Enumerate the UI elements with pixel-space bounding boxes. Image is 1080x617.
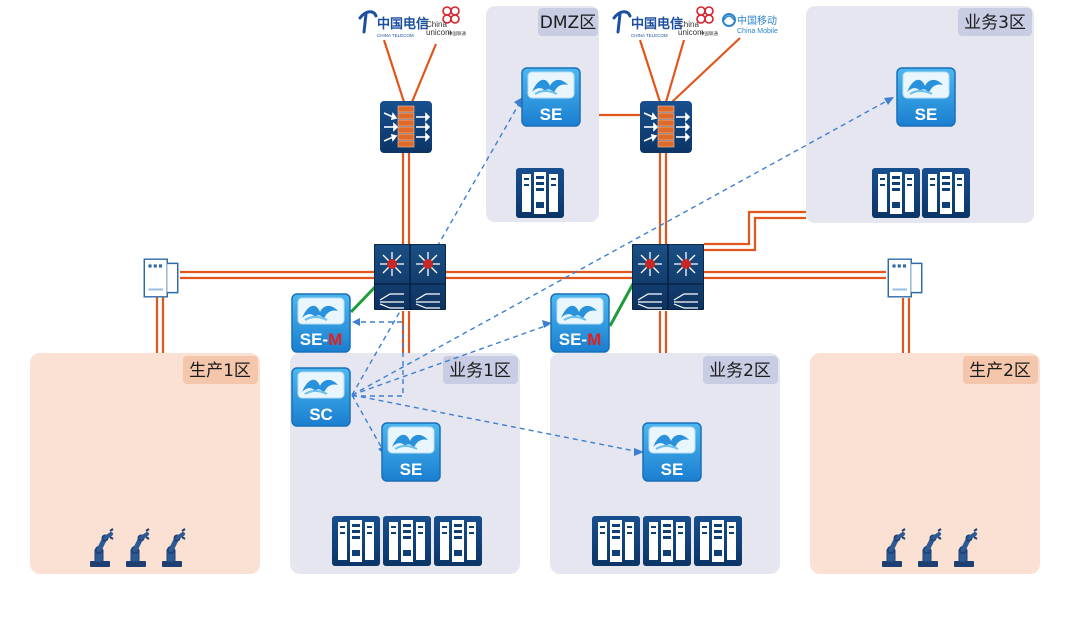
core-switch-right: [632, 244, 704, 310]
zone-prod1: 生产1区: [30, 353, 260, 574]
telecom-name-right: 中国电信: [631, 16, 683, 31]
se-m-tile-right[interactable]: SE-M: [550, 292, 610, 354]
unicom-name2-right: unicom: [678, 28, 704, 37]
gateway-right: [887, 258, 923, 298]
mobile-logo: 中国移动 China Mobile: [722, 13, 778, 35]
unicom-logo-right: China unicom 中国联通: [678, 6, 718, 37]
server-biz2-1: [592, 516, 640, 566]
server-biz2-3: [694, 516, 742, 566]
se-tile-biz2-label: SE: [661, 460, 684, 479]
se-m-prefix: SE-: [559, 330, 587, 349]
se-tile-dmz[interactable]: SE: [521, 66, 581, 128]
firewall-left: [380, 101, 432, 153]
gateway-left: [143, 258, 179, 298]
se-m-tile-left-label: SE-M: [300, 330, 343, 349]
zone-prod1-label: 生产1区: [189, 361, 251, 381]
zone-biz2-label: 业务2区: [709, 361, 771, 381]
se-m-suffix: M: [587, 330, 601, 349]
telecom-name: 中国电信: [377, 16, 429, 31]
telecom-logo-left: 中国电信 CHINA TELECOM: [358, 10, 429, 38]
sc-tile[interactable]: SC: [291, 366, 351, 428]
server-biz3-1: [872, 168, 920, 218]
sc-tile-label: SC: [309, 405, 333, 424]
se-tile-biz1-label: SE: [400, 460, 423, 479]
zone-prod2-label: 生产2区: [969, 361, 1031, 381]
unicom-name: China: [426, 20, 447, 29]
green-links: [349, 281, 636, 327]
se-tile-biz3[interactable]: SE: [896, 66, 956, 128]
firewall-right: [640, 101, 692, 153]
se-tile-biz3-label: SE: [915, 105, 938, 124]
server-biz1-1: [332, 516, 380, 566]
server-biz1-3: [434, 516, 482, 566]
isp-logos-right: 中国电信 CHINA TELECOM China unicom 中国联通 中国移…: [612, 6, 778, 38]
telecom-sub: CHINA TELECOM: [377, 33, 414, 38]
isp-logos-left: 中国电信 CHINA TELECOM China unicom 中国联通: [358, 6, 466, 38]
zone-dmz-label: DMZ区: [540, 13, 596, 33]
zone-biz1-label: 业务1区: [449, 361, 511, 381]
unicom-name2: unicom: [426, 28, 452, 37]
server-biz1-2: [383, 516, 431, 566]
se-tile-biz2[interactable]: SE: [642, 421, 702, 483]
server-dmz: [516, 168, 564, 218]
unicom-name-right: China: [678, 20, 699, 29]
se-m-suffix: M: [328, 330, 342, 349]
se-tile-biz1[interactable]: SE: [381, 421, 441, 483]
orange-links: [155, 37, 911, 353]
mobile-sub: China Mobile: [737, 28, 778, 35]
unicom-logo-left: China unicom 中国联通: [426, 6, 466, 37]
unicom-sub: 中国联通: [448, 30, 466, 37]
se-m-prefix: SE-: [300, 330, 328, 349]
core-switch-left: [374, 244, 446, 310]
se-m-tile-right-label: SE-M: [559, 330, 602, 349]
zone-prod2: 生产2区: [810, 353, 1040, 574]
se-tile-dmz-label: SE: [540, 105, 563, 124]
unicom-sub-right: 中国联通: [700, 30, 718, 37]
zone-biz3-label: 业务3区: [964, 13, 1026, 33]
server-biz2-2: [643, 516, 691, 566]
se-m-tile-left[interactable]: SE-M: [291, 292, 351, 354]
mobile-name: 中国移动: [737, 14, 777, 27]
telecom-logo-right: 中国电信 CHINA TELECOM: [612, 10, 683, 38]
server-biz3-2: [922, 168, 970, 218]
telecom-sub-right: CHINA TELECOM: [631, 33, 668, 38]
